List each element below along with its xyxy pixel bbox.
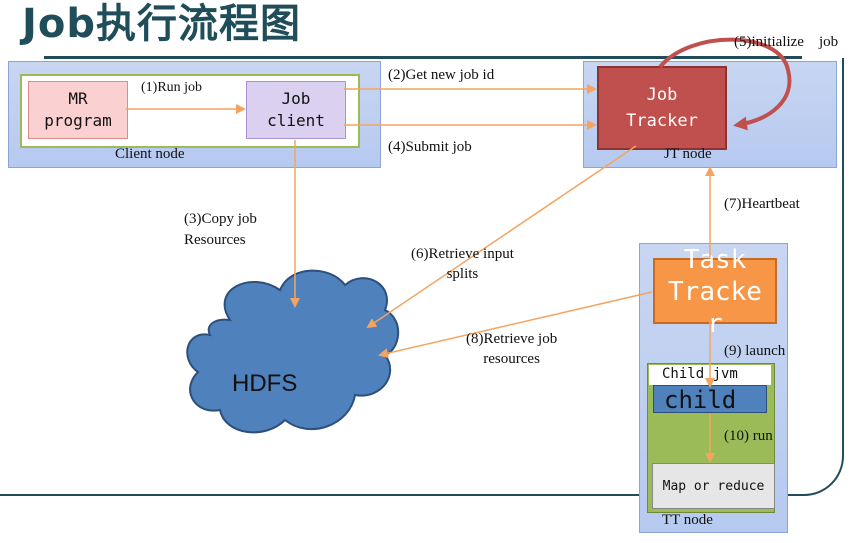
mr-program-line1: MR	[68, 89, 88, 108]
arrow-initialize-job-loop	[658, 37, 792, 131]
step-retrieve-job-line2: resources	[483, 351, 540, 367]
step-heartbeat: (7)Heartbeat	[724, 196, 800, 212]
step-run-job: (1)Run job	[141, 80, 203, 95]
step-retrieve-job-line1: (8)Retrieve job	[466, 331, 558, 347]
job-client-line1: Job	[281, 89, 311, 108]
step-retrieve-input-line1: (6)Retrieve input	[411, 246, 514, 262]
job-tracker-box: Job Tracker	[597, 66, 727, 150]
step-initialize-job: (5)initialize job	[734, 34, 839, 50]
job-tracker-line1: Job	[646, 85, 678, 105]
step-copy-job-line2: Resources	[184, 232, 246, 248]
arrow-retrieve-input-splits	[366, 145, 637, 329]
job-client-line2: client	[267, 111, 325, 130]
child-jvm-label: Child jvm	[662, 366, 738, 382]
task-tracker-box: Task Tracke r	[653, 245, 777, 339]
client-node-label: Client node	[115, 146, 185, 162]
step-submit-job: (4)Submit job	[388, 139, 472, 155]
job-tracker-line2: Tracker	[626, 111, 698, 131]
task-tracker-line2: Tracke	[668, 277, 762, 307]
step-copy-job-line1: (3)Copy job	[184, 211, 257, 227]
title-underline	[44, 56, 802, 59]
tt-node-label: TT node	[662, 512, 713, 528]
job-client-box: Job client	[246, 81, 346, 139]
hdfs-cloud	[186, 269, 400, 434]
step-copy-job-resources: (3)Copy job Resources	[184, 209, 257, 251]
step-retrieve-input-splits: (6)Retrieve input splits	[411, 244, 514, 284]
task-tracker-line1: Task	[683, 245, 747, 275]
jt-node-label: JT node	[664, 146, 712, 162]
slide-frame	[0, 58, 844, 496]
step-launch: (9) launch	[724, 343, 786, 359]
step-retrieve-input-line2: splits	[446, 266, 479, 282]
child-box: child	[653, 385, 767, 414]
step-get-new-job-id: (2)Get new job id	[388, 67, 495, 83]
arrow-retrieve-job-resources	[378, 291, 653, 359]
hdfs-label: HDFS	[232, 370, 298, 397]
step-retrieve-job-resources: (8)Retrieve job resources	[466, 329, 557, 369]
mr-program-box: MR program	[28, 81, 128, 139]
page-title: Job执行流程图	[22, 1, 301, 47]
mr-program-line2: program	[44, 111, 112, 130]
step-run: (10) run	[724, 428, 773, 444]
map-or-reduce-box: Map or reduce	[652, 463, 775, 509]
task-tracker-line3: r	[707, 309, 723, 339]
